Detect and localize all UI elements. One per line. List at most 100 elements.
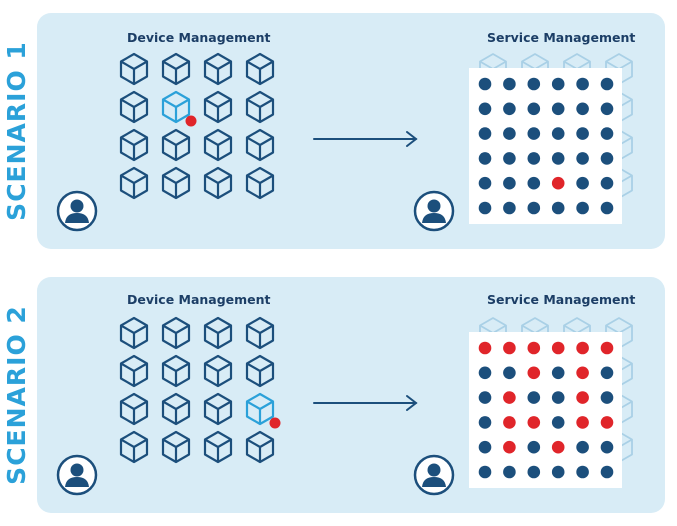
device-cube-icon: [245, 316, 275, 350]
service-dot: [576, 176, 589, 190]
service-dot-alert: [503, 391, 516, 404]
service-dot: [600, 77, 614, 91]
service-dot: [600, 391, 614, 404]
scenario-2-device-heading: Device Management: [127, 292, 271, 307]
scenario-1-device-user-avatar-icon: [56, 190, 98, 232]
service-dot: [551, 366, 565, 380]
device-cube-icon: [119, 354, 149, 388]
service-dot: [576, 152, 589, 165]
device-cube-icon: [119, 90, 149, 124]
service-dot: [527, 127, 541, 140]
service-dot: [478, 440, 492, 454]
device-cube-icon: [119, 430, 149, 464]
service-dot: [503, 366, 516, 380]
highlighted-device-cube-icon: [161, 90, 191, 124]
device-cube-icon: [203, 354, 233, 388]
service-dot: [503, 77, 516, 91]
service-dot-alert: [576, 366, 589, 380]
service-dot: [600, 366, 614, 380]
service-dot-alert: [551, 176, 565, 190]
service-dot: [576, 465, 589, 479]
service-dot: [551, 416, 565, 429]
device-cube-icon: [119, 128, 149, 162]
service-dot: [478, 201, 492, 215]
service-dot: [527, 77, 541, 91]
scenario-1-device-heading: Device Management: [127, 30, 271, 45]
service-dot: [600, 465, 614, 479]
scenario-1-service-heading: Service Management: [487, 30, 636, 45]
service-dot: [576, 127, 589, 140]
device-cube-icon: [161, 52, 191, 86]
service-dot: [527, 391, 541, 404]
service-dot: [527, 176, 541, 190]
device-cube-icon: [161, 392, 191, 426]
service-dot: [576, 440, 589, 454]
service-dot: [551, 465, 565, 479]
service-dot: [551, 201, 565, 215]
service-dot-alert: [600, 416, 614, 429]
device-cube-icon: [119, 392, 149, 426]
service-dot-alert: [503, 416, 516, 429]
scenario-2-service-panel: [469, 332, 622, 488]
service-dot: [576, 77, 589, 91]
service-dot-alert: [503, 341, 516, 355]
service-dot-alert: [600, 341, 614, 355]
device-cube-icon: [119, 166, 149, 200]
scenario-1-device-grid: [119, 52, 275, 200]
service-dot-alert: [478, 341, 492, 355]
scenario-1-service-user-avatar-icon: [413, 190, 455, 232]
device-cube-icon: [245, 52, 275, 86]
service-dot-alert: [527, 416, 541, 429]
service-dot: [551, 102, 565, 116]
service-dot: [478, 127, 492, 140]
service-dot: [527, 152, 541, 165]
scenario-2-device-grid: [119, 316, 275, 464]
service-dot: [527, 465, 541, 479]
service-dot-alert: [576, 391, 589, 404]
service-dot: [478, 176, 492, 190]
device-cube-icon: [245, 430, 275, 464]
service-dot: [478, 416, 492, 429]
service-dot-alert: [503, 440, 516, 454]
service-dot-alert: [551, 341, 565, 355]
device-cube-icon: [245, 166, 275, 200]
service-dot: [503, 176, 516, 190]
service-dot-alert: [576, 416, 589, 429]
service-dot: [600, 102, 614, 116]
device-cube-icon: [161, 430, 191, 464]
service-dot: [551, 127, 565, 140]
service-dot-alert: [551, 440, 565, 454]
service-dot: [503, 102, 516, 116]
device-cube-icon: [203, 52, 233, 86]
service-dot: [503, 152, 516, 165]
device-cube-icon: [203, 392, 233, 426]
service-dot: [527, 201, 541, 215]
highlighted-device-cube-icon: [245, 392, 275, 426]
scenario-2-service-dots: [478, 341, 614, 479]
device-cube-icon: [245, 90, 275, 124]
device-cube-icon: [245, 354, 275, 388]
service-dot: [527, 102, 541, 116]
device-cube-icon: [203, 430, 233, 464]
service-dot: [503, 465, 516, 479]
device-cube-icon: [203, 90, 233, 124]
scenario-2-device-user-avatar-icon: [56, 454, 98, 496]
service-dot-alert: [527, 366, 541, 380]
service-dot: [478, 77, 492, 91]
service-dot: [527, 440, 541, 454]
service-dot: [503, 127, 516, 140]
service-dot: [503, 201, 516, 215]
scenario-1-arrow-right-icon: [313, 131, 418, 147]
scenario-2-arrow-right-icon: [313, 395, 418, 411]
service-dot: [600, 440, 614, 454]
device-cube-icon: [161, 128, 191, 162]
device-cube-icon: [161, 316, 191, 350]
service-dot: [478, 102, 492, 116]
device-cube-icon: [245, 128, 275, 162]
service-dot: [600, 201, 614, 215]
service-dot-alert: [576, 341, 589, 355]
service-dot: [478, 366, 492, 380]
service-dot: [551, 152, 565, 165]
service-dot: [551, 391, 565, 404]
